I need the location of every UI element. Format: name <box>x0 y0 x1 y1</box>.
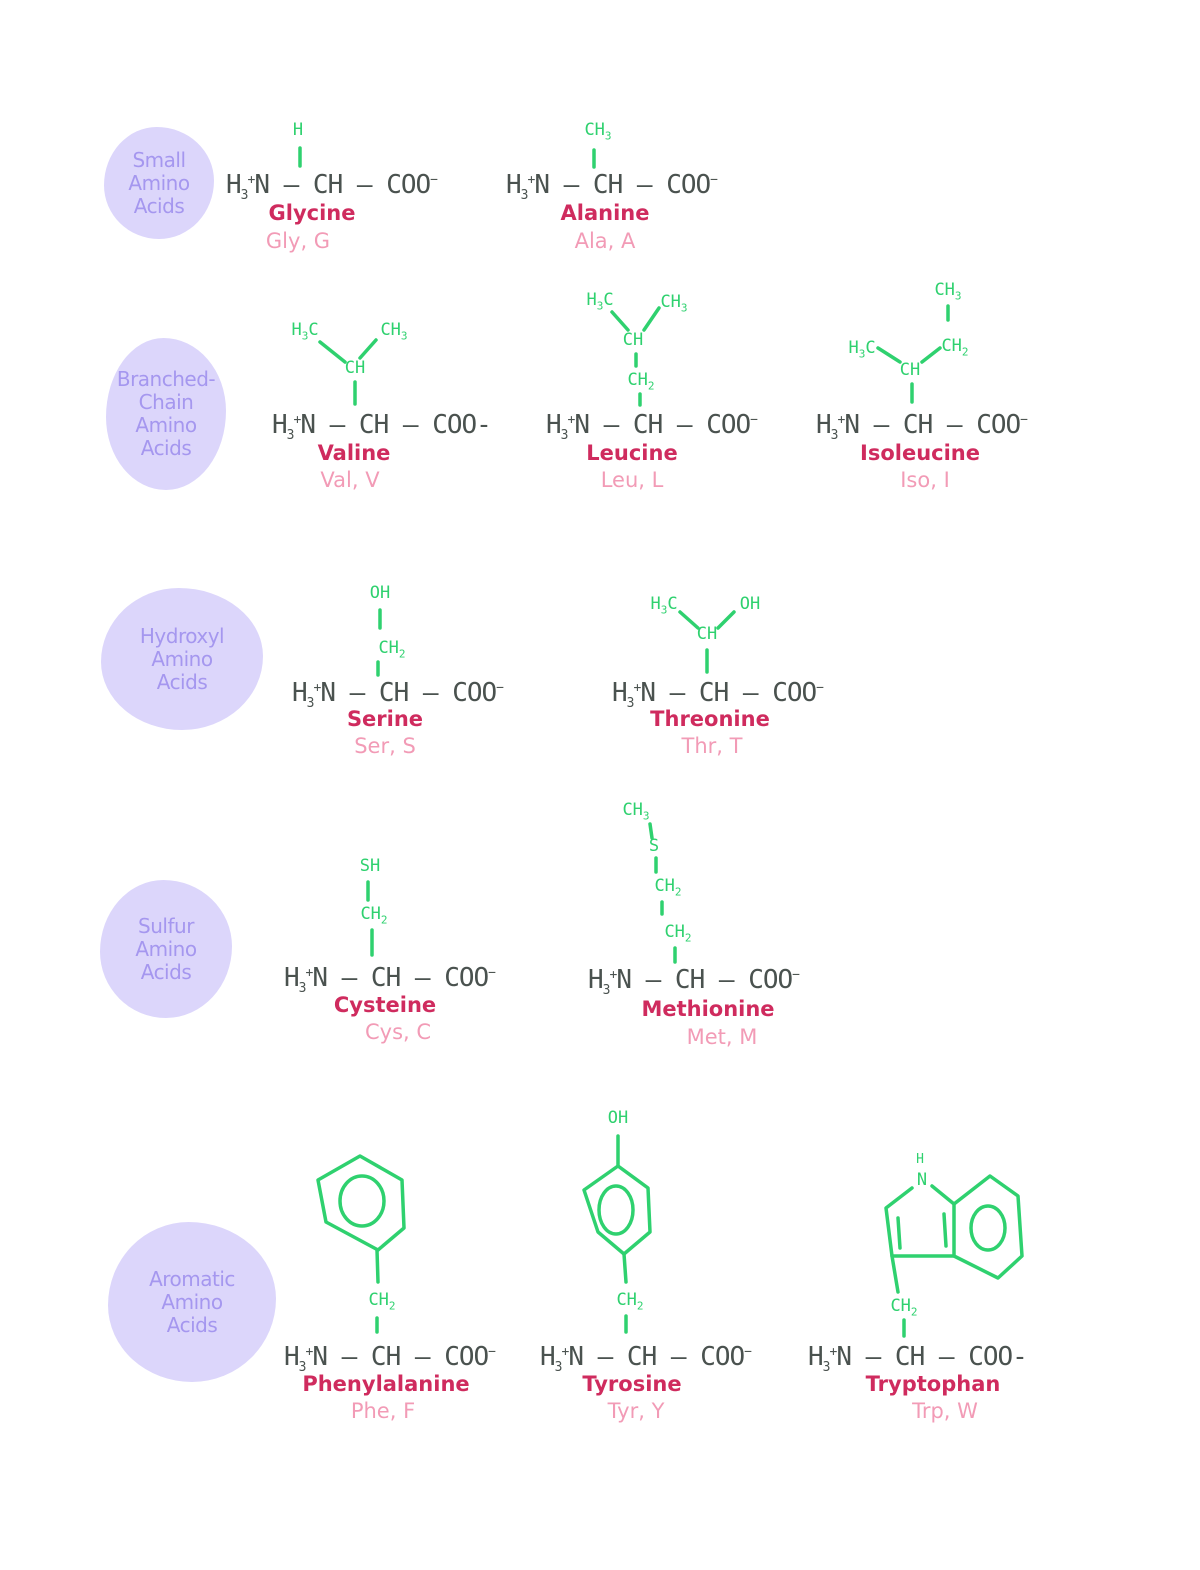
side-chain-atom: CH3 <box>380 320 408 343</box>
category-label: Branched- Chain Amino Acids <box>116 367 216 460</box>
side-chain-atom: S <box>648 836 660 856</box>
category-sulfur: Sulfur Amino Acids <box>100 880 232 1018</box>
backbone-formula: H3+N – CH – COO− <box>612 678 824 712</box>
backbone-formula: H3+N – CH – COO− <box>506 170 718 204</box>
side-chain-atom: CH3 <box>660 292 688 315</box>
amino-acid-name: Valine <box>317 441 391 465</box>
side-chain-atom: CH <box>696 624 718 644</box>
side-chain-atom: H3C <box>586 290 614 313</box>
amino-acid-name: Phenylalanine <box>302 1372 470 1396</box>
amino-acid-name: Glycine <box>268 201 356 225</box>
side-chain-atom: H <box>916 1152 924 1167</box>
side-chain-atom: OH <box>607 1108 629 1128</box>
category-label: Hydroxyl Amino Acids <box>139 623 225 694</box>
side-chain-atom: N <box>916 1170 928 1190</box>
side-chain-atom: OH <box>739 594 761 614</box>
amino-acid-abbr: Iso, I <box>900 468 950 492</box>
side-chain-atom: CH2 <box>360 904 388 927</box>
amino-acid-abbr: Cys, C <box>364 1020 432 1044</box>
side-chain-atom: CH2 <box>378 638 406 661</box>
backbone-formula: H3+N – CH – COO− <box>540 1342 752 1376</box>
backbone-formula: H3+N – CH – COO- <box>808 1342 1028 1376</box>
category-hydroxyl: Hydroxyl Amino Acids <box>101 588 263 730</box>
backbone-formula: H3+N – CH – COO− <box>546 410 758 444</box>
side-chain-atom: CH <box>622 330 644 350</box>
amino-acid-abbr: Met, M <box>686 1025 758 1049</box>
amino-acid-abbr: Val, V <box>320 468 380 492</box>
amino-acid-name: Isoleucine <box>860 441 980 465</box>
side-chain-atom: CH3 <box>584 120 612 143</box>
backbone-formula: H3+N – CH – COO− <box>292 678 504 712</box>
category-label: Sulfur Amino Acids <box>135 913 197 984</box>
side-chain-atom: CH2 <box>616 1290 644 1313</box>
side-chain-atom: CH2 <box>890 1296 918 1319</box>
side-chain-atom: CH2 <box>941 336 969 359</box>
side-chain-atom: CH2 <box>664 922 692 945</box>
side-chain-atom: CH2 <box>627 370 655 393</box>
category-branched-chain: Branched- Chain Amino Acids <box>106 338 226 490</box>
amino-acid-abbr: Ala, A <box>574 229 636 253</box>
backbone-formula: H3+N – CH – COO− <box>284 963 496 997</box>
backbone-formula: H3+N – CH – COO− <box>816 410 1028 444</box>
backbone-formula: H3+N – CH – COO− <box>284 1342 496 1376</box>
side-chain-atom: CH <box>899 360 921 380</box>
side-chain-atom: CH <box>344 358 366 378</box>
backbone-formula: H3+N – CH – COO− <box>226 170 438 204</box>
side-chain-atom: H <box>292 120 304 140</box>
amino-acid-abbr: Phe, F <box>350 1399 416 1423</box>
category-small: Small Amino Acids <box>104 127 214 239</box>
amino-acid-name: Tryptophan <box>865 1372 1001 1396</box>
side-chain-atom: CH2 <box>654 876 682 899</box>
backbone-formula: H3+N – CH – COO- <box>272 410 492 444</box>
side-chain-atom: SH <box>359 856 381 876</box>
side-chain-atom: H3C <box>848 338 876 361</box>
side-chain-atom: CH3 <box>934 280 962 303</box>
amino-acid-abbr: Gly, G <box>265 229 331 253</box>
backbone-formula: H3+N – CH – COO− <box>588 965 800 999</box>
amino-acid-abbr: Ser, S <box>354 734 416 758</box>
amino-acid-name: Cysteine <box>333 993 437 1017</box>
amino-acid-name: Alanine <box>560 201 650 225</box>
category-aromatic: Aromatic Amino Acids <box>108 1222 276 1382</box>
amino-acid-abbr: Leu, L <box>600 468 664 492</box>
amino-acid-name: Serine <box>346 707 424 731</box>
amino-acid-abbr: Trp, W <box>912 1399 978 1423</box>
side-chain-atom: H3C <box>291 320 319 343</box>
amino-acid-name: Threonine <box>650 707 770 731</box>
side-chain-atom: CH2 <box>368 1290 396 1313</box>
amino-acid-name: Methionine <box>641 997 775 1021</box>
category-label: Aromatic Amino Acids <box>149 1266 235 1337</box>
amino-acid-abbr: Tyr, Y <box>607 1399 665 1423</box>
side-chain-atom: OH <box>369 583 391 603</box>
category-label: Small Amino Acids <box>128 147 190 218</box>
amino-acid-name: Tyrosine <box>582 1372 682 1396</box>
amino-acid-name: Leucine <box>586 441 678 465</box>
side-chain-atom: CH3 <box>622 800 650 823</box>
side-chain-atom: H3C <box>650 594 678 617</box>
amino-acid-abbr: Thr, T <box>681 734 743 758</box>
